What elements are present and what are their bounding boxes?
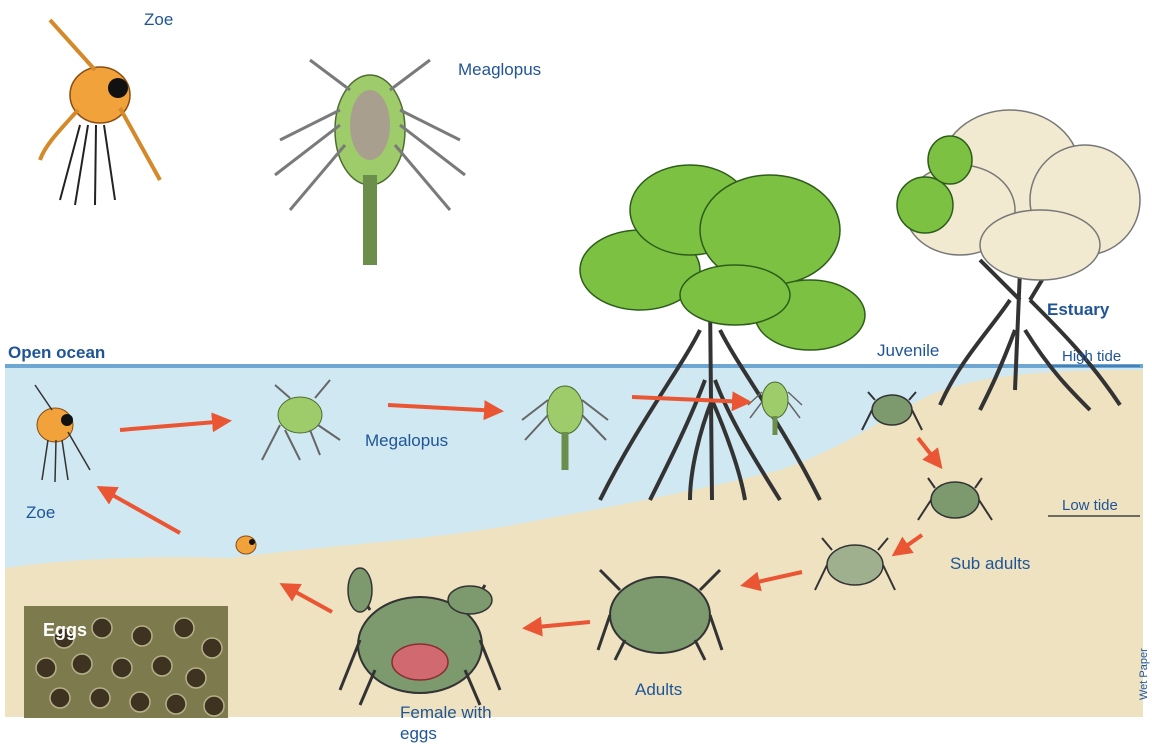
female-with-eggs-label-line2: eggs	[400, 724, 437, 744]
juvenile-label: Juvenile	[877, 341, 939, 361]
estuary-label: Estuary	[1047, 300, 1109, 320]
megalopus-illustration-large	[275, 60, 465, 265]
eggs-label: Eggs	[43, 620, 87, 641]
zoe-title-label: Zoe	[144, 10, 173, 30]
sub-adults-label: Sub adults	[950, 554, 1030, 574]
zoe-label: Zoe	[26, 503, 55, 523]
adults-label: Adults	[635, 680, 682, 700]
megalopus-label: Megalopus	[365, 431, 448, 451]
image-credit: Wet Paper	[1138, 648, 1150, 700]
open-ocean-label: Open ocean	[8, 343, 105, 363]
low-tide-label: Low tide	[1062, 497, 1118, 514]
female-with-eggs-label-line1: Female with	[400, 703, 492, 723]
zoe-illustration-large	[40, 20, 160, 205]
meaglopus-title-label: Meaglopus	[458, 60, 541, 80]
high-tide-label: High tide	[1062, 348, 1121, 365]
hatching-zoe-larva	[236, 536, 256, 554]
